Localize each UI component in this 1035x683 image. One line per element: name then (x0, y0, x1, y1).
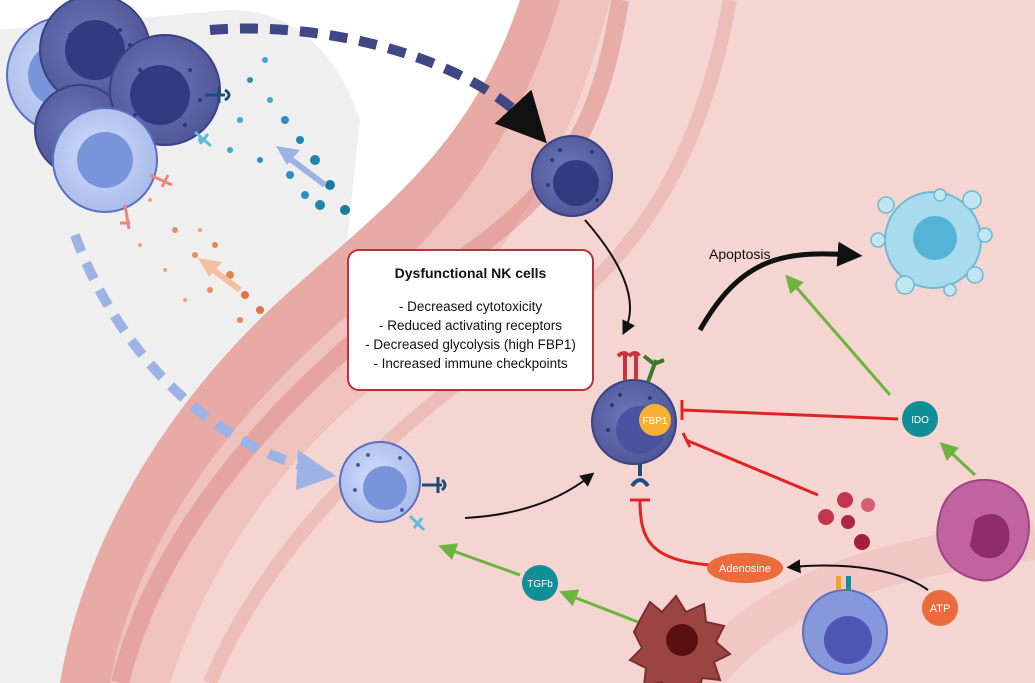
adenosine-inhibition-line (638, 499, 711, 567)
fbp1-badge (639, 404, 671, 436)
nk-cell-infiltrating (531, 135, 613, 217)
small-arrow-blue (283, 152, 327, 188)
nk-cell-peripheral (339, 441, 447, 532)
tgfb-label: TGFb (527, 579, 553, 590)
small-arrow-blue-head (276, 146, 300, 165)
tumor-cell-icon (628, 594, 732, 683)
dc-to-ido-arrow (939, 442, 977, 477)
tumor-to-tgfb-arrow (559, 589, 639, 624)
adenosine-label: Adenosine (719, 563, 771, 575)
info-box-item: - Reduced activating receptors (378, 318, 563, 333)
tgfb-badge (522, 565, 558, 601)
dashed-arrow-light (70, 233, 321, 475)
cytokine-dots-red (818, 492, 875, 550)
treg-cell-icon (802, 576, 888, 675)
apoptosis-label: Apoptosis (709, 246, 770, 262)
dashed-arrow-light-head (296, 450, 336, 490)
arrow-peripheral-to-central (464, 472, 595, 519)
cytokine-dots-orange (138, 198, 264, 323)
fbp1-label: FBP1 (642, 416, 667, 427)
adenosine-badge (707, 553, 783, 583)
ido-badge (902, 401, 938, 437)
atp-badge (922, 590, 958, 626)
atp-label: ATP (930, 603, 951, 615)
red-dots-inhibition-line (685, 438, 819, 497)
ido-to-apoptosis-arrow (785, 274, 892, 396)
dashed-arrow-dark (209, 23, 547, 144)
red-dots-inhibition-bar (681, 432, 692, 448)
info-box-item: - Decreased cytotoxicity (398, 299, 543, 314)
arrow-to-central-nk (584, 219, 636, 336)
info-box-item: - Decreased glycolysis (high FBP1) (365, 337, 576, 352)
dendritic-cell-icon (936, 478, 1030, 582)
info-box-title: Dysfunctional NK cells (394, 265, 547, 281)
small-arrow-orange-head (198, 258, 222, 277)
dysfunctional-nk-info-box: Dysfunctional NK cells - Decreased cytot… (347, 249, 594, 391)
ido-label: IDO (911, 415, 929, 426)
nk-cell-central (591, 351, 677, 488)
apoptosis-arrow (697, 241, 863, 332)
dying-cell-icon (870, 188, 993, 297)
info-box-list: - Decreased cytotoxicity - Reduced activ… (349, 297, 592, 373)
tgfb-to-nk-arrow (438, 543, 521, 577)
nk-cell-cluster (6, 0, 231, 230)
info-box-item: - Increased immune checkpoints (373, 356, 568, 371)
atp-to-adenosine-arrow (786, 559, 929, 591)
ido-inhibition-line (681, 408, 899, 421)
